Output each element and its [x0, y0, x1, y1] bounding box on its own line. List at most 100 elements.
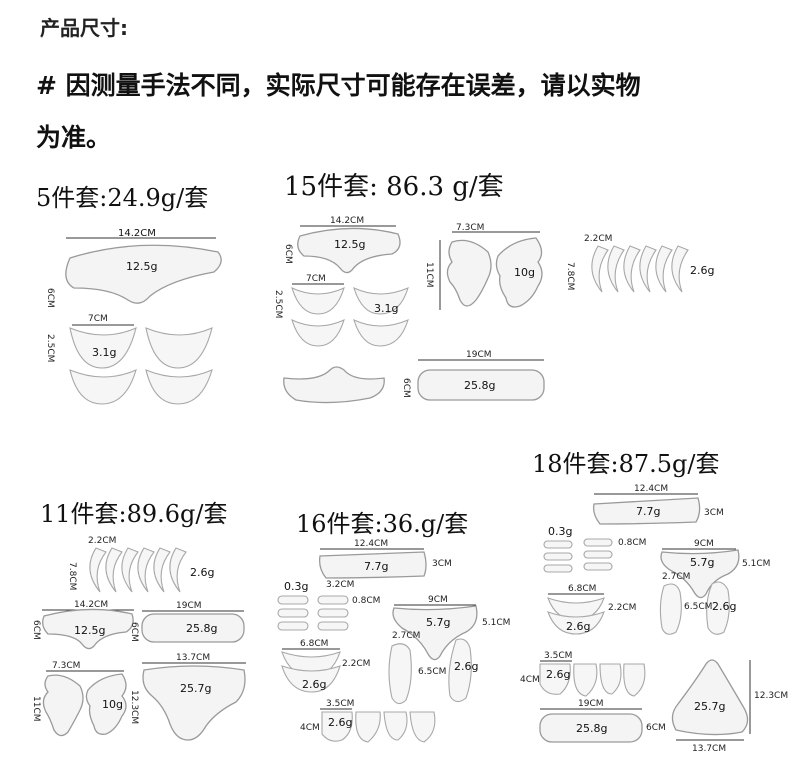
product-size-heading: 产品尺寸: [40, 16, 128, 40]
eye-patch [353, 286, 409, 315]
mini-crescent-row [591, 245, 689, 293]
label-t-length: 13.7CM [176, 653, 210, 663]
weight-butterfly: 10g [102, 698, 123, 711]
label-v-length: 9CM [694, 539, 714, 549]
c-patch [547, 597, 605, 621]
label-c-height: 2.2CM [608, 603, 636, 613]
label-long-height: 6CM [401, 378, 411, 398]
label-top-height: 3CM [704, 508, 724, 518]
label-butterfly-length: 7.3CM [456, 223, 484, 233]
weight-butterfly: 10g [514, 266, 535, 279]
weight-v: 5.7g [426, 616, 450, 629]
label-long-length: 19CM [578, 699, 604, 709]
s-patch [448, 638, 472, 703]
forehead-patch [297, 227, 401, 274]
label-top-height: 3CM [432, 559, 452, 569]
weight-long: 25.8g [576, 722, 607, 735]
eye-patch [145, 369, 213, 405]
set-16-title: 16件套:36.g/套 [296, 510, 469, 538]
label-eye-length: 7CM [306, 274, 326, 284]
label-forehead-height: 6CM [45, 288, 55, 308]
butterfly-patch-left [446, 239, 492, 307]
label-long-length: 19CM [176, 601, 202, 611]
top-strip-patch [592, 497, 701, 525]
small-strip-group [543, 538, 613, 573]
small-strip-group [277, 595, 349, 631]
label-v-height: 5.1CM [742, 559, 770, 569]
label-s-height: 6.5CM [684, 602, 712, 612]
eye-patch [69, 369, 137, 405]
s-patch [706, 581, 730, 635]
notice-line-2: 为准。 [36, 123, 112, 152]
eye-patch [291, 318, 345, 347]
eye-patch [291, 286, 345, 315]
long-strip-patch [141, 613, 245, 643]
label-butterfly-height: 11CM [424, 262, 434, 288]
c-patch [547, 611, 605, 635]
weight-small: 0.3g [548, 525, 572, 538]
mini-crescent-row [89, 547, 187, 593]
t-zone-patch [142, 665, 246, 741]
label-p-length: 3.5CM [544, 651, 572, 661]
weight-forehead: 12.5g [74, 624, 105, 637]
label-s-length: 2.7CM [662, 572, 690, 582]
label-t-height: 12.3CM [129, 690, 139, 724]
label-eye-height: 2.5CM [273, 290, 283, 318]
eye-patch [69, 327, 137, 369]
label-mini-height: 7.8CM [565, 262, 575, 290]
label-small-height: 0.8CM [352, 596, 380, 606]
eye-patch [353, 318, 409, 347]
petal-group [321, 711, 436, 743]
label-eye-length: 7CM [88, 314, 108, 324]
label-mini-length: 2.2CM [88, 536, 116, 546]
set-5-title: 5件套:24.9g/套 [36, 184, 209, 212]
weight-v: 5.7g [690, 556, 714, 569]
top-strip-patch [318, 551, 427, 579]
weight-t: 25.7g [180, 682, 211, 695]
label-forehead-height: 6CM [283, 244, 293, 264]
label-forehead-length: 14.2CM [330, 216, 364, 226]
label-long-length: 19CM [466, 350, 492, 360]
label-small-length: 3.2CM [326, 580, 354, 590]
label-mini-height: 7.8CM [67, 562, 77, 590]
weight-forehead: 12.5g [126, 260, 157, 273]
chin-patch [283, 366, 385, 404]
set-18-title: 18件套:87.5g/套 [532, 450, 720, 478]
label-top-length: 12.4CM [354, 539, 388, 549]
weight-top: 7.7g [636, 505, 660, 518]
weight-long: 25.8g [186, 622, 217, 635]
label-butterfly-height: 11CM [31, 696, 41, 722]
weight-p: 2.6g [328, 716, 352, 729]
butterfly-patch-right [495, 237, 543, 308]
set-11-title: 11件套:89.6g/套 [40, 500, 228, 528]
butterfly-patch-left [42, 674, 84, 737]
forehead-patch [42, 608, 134, 650]
label-top-length: 12.4CM [634, 484, 668, 494]
label-p-height: 4CM [520, 675, 540, 685]
label-eye-height: 2.5CM [45, 334, 55, 362]
v-patch [660, 549, 740, 599]
weight-eye: 3.1g [374, 302, 398, 315]
label-forehead-length: 14.2CM [118, 228, 156, 239]
notice-line-1: # 因测量手法不同，实际尺寸可能存在误差，请以实物 [36, 71, 641, 100]
weight-triangle: 25.7g [694, 700, 725, 713]
label-p-length: 3.5CM [326, 699, 354, 709]
weight-mini: 2.6g [190, 566, 214, 579]
weight-p: 2.6g [546, 668, 570, 681]
c-patch [281, 665, 341, 693]
weight-forehead: 12.5g [334, 238, 365, 251]
petal-group [539, 663, 646, 697]
label-p-height: 4CM [300, 723, 320, 733]
label-long-height: 6CM [646, 723, 666, 733]
butterfly-patch-right [85, 673, 127, 735]
label-c-height: 2.2CM [342, 659, 370, 669]
long-strip-patch [417, 369, 545, 401]
label-long-height: 6CM [129, 622, 139, 642]
long-strip-patch [539, 713, 643, 743]
label-c-length: 6.8CM [568, 584, 596, 594]
s-patch [659, 583, 682, 635]
set-15-title: 15件套: 86.3 g/套 [284, 172, 504, 202]
